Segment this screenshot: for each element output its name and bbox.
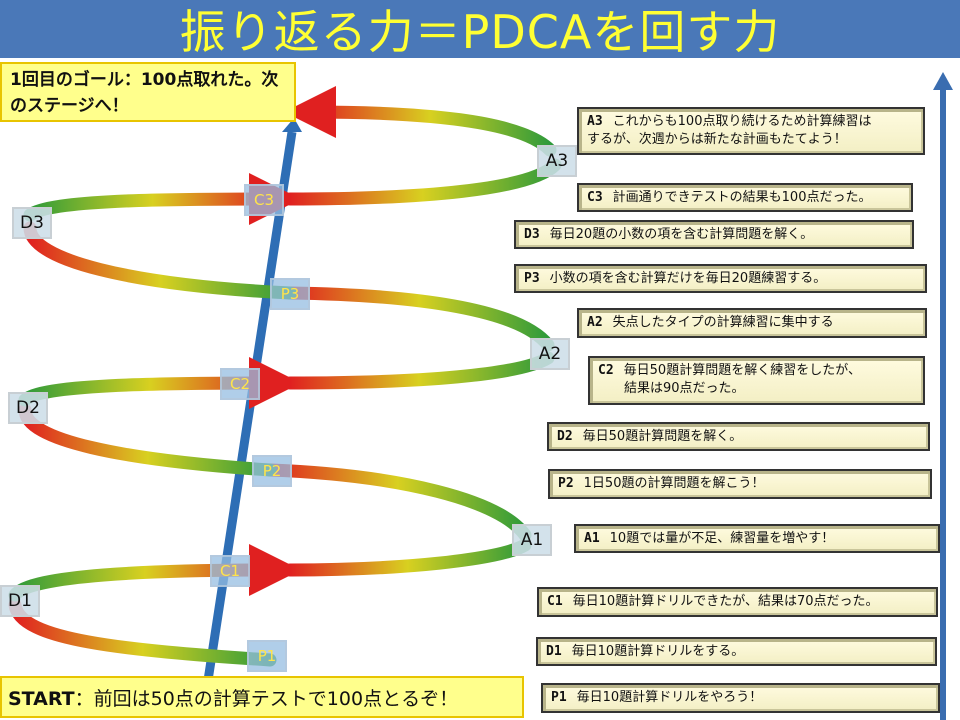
note-id: D2 (557, 429, 573, 444)
note-p3: P3 小数の項を含む計算だけを毎日20題練習する。 (514, 264, 927, 293)
note-p2: P2 1日50題の計算問題を解こう！ (548, 469, 932, 499)
note-c1: C1 毎日10題計算ドリルできたが、結果は70点だった。 (537, 587, 938, 617)
note-text: 毎日10題計算ドリルをやろう！ (576, 690, 763, 705)
note-id: P2 (558, 476, 574, 491)
node-d3: D3 (12, 207, 52, 239)
note-d3: D3 毎日20題の小数の項を含む計算問題を解く。 (514, 220, 914, 249)
note-text: 毎日50題計算問題を解く練習をしたが、 (623, 363, 861, 378)
note-text: 毎日10題計算ドリルをする。 (571, 644, 745, 659)
note-id: P1 (551, 690, 567, 705)
note-id: C1 (547, 594, 563, 609)
growth-arrowhead (933, 72, 953, 90)
note-id: A1 (584, 531, 600, 546)
node-p2: P2 (252, 455, 292, 487)
note-d1: D1 毎日10題計算ドリルをする。 (536, 637, 937, 666)
note-a2: A2 失点したタイプの計算練習に集中する (577, 308, 927, 338)
note-text: 失点したタイプの計算練習に集中する (612, 315, 834, 330)
note-text: 10題では量が不足、練習量を増やす！ (609, 531, 835, 546)
segment-a2-p3 (283, 286, 555, 352)
slide-title: 振り返る力＝PDCAを回す力 (179, 5, 781, 59)
note-a3: A3 これからも100点取り続けるため計算練習はするが、次週からは新たな計画もたて… (577, 107, 925, 155)
node-p3: P3 (270, 278, 310, 310)
node-c2: C2 (220, 368, 260, 400)
note-a1: A1 10題では量が不足、練習量を増やす！ (574, 524, 940, 553)
note-text: 毎日10題計算ドリルできたが、結果は70点だった。 (572, 594, 879, 609)
title-bar: 振り返る力＝PDCAを回す力 (0, 0, 960, 59)
note-text: これからも100点取り続けるため計算練習は (612, 114, 872, 129)
note-text-line2: 結果は90点だった。 (624, 381, 745, 396)
node-c1: C1 (210, 555, 250, 587)
note-id: D3 (524, 227, 540, 242)
note-c3: C3 計画通りできテストの結果も100点だった。 (577, 183, 913, 212)
note-d2: D2 毎日50題計算問題を解く。 (547, 422, 930, 451)
note-text: 1日50題の計算問題を解こう！ (583, 476, 765, 491)
progress-axis-line (200, 131, 297, 701)
start-box: START：前回は50点の計算テストで100点とるぞ！ (0, 676, 524, 718)
note-text-line2: するが、次週からは新たな計画もたてよう！ (587, 132, 847, 147)
node-a1: A1 (512, 524, 552, 556)
segment-p1-d1 (8, 598, 277, 667)
goal-box: 1回目のゴール：100点取れた。次のステージへ！ (0, 62, 296, 122)
note-id: C3 (587, 190, 603, 205)
node-a2: A2 (530, 338, 570, 370)
note-text: 計画通りできテストの結果も100点だった。 (612, 190, 872, 205)
node-d2: D2 (8, 392, 48, 424)
note-id: C2 (598, 363, 614, 378)
segment-c3-a3 (283, 158, 562, 206)
node-p1: P1 (247, 640, 287, 672)
note-text: 毎日20題の小数の項を含む計算問題を解く。 (549, 227, 814, 242)
note-id: P3 (524, 271, 540, 286)
note-text: 小数の項を含む計算だけを毎日20題練習する。 (549, 271, 827, 286)
segment-d3-c3 (23, 173, 301, 226)
segment-p3-d3 (23, 221, 297, 300)
segment-a1-p2 (263, 463, 532, 542)
note-id: A3 (587, 114, 603, 129)
note-p1: P1 毎日10題計算ドリルをやろう！ (541, 683, 940, 713)
segment-a3-goal (284, 86, 557, 157)
note-c2: C2 毎日50題計算問題を解く練習をしたが、結果は90点だった。 (588, 356, 925, 405)
segment-c2-a2 (283, 351, 555, 390)
segment-c1-a1 (283, 538, 532, 577)
node-a3: A3 (537, 145, 577, 177)
note-id: A2 (587, 315, 603, 330)
node-d1: D1 (0, 585, 40, 617)
start-text: ：前回は50点の計算テストで100点とるぞ！ (74, 688, 459, 710)
note-id: D1 (546, 644, 562, 659)
note-text: 毎日50題計算問題を解く。 (582, 429, 743, 444)
segment-p2-d2 (18, 403, 277, 477)
start-label: START (8, 688, 75, 710)
node-c3: C3 (244, 184, 284, 216)
